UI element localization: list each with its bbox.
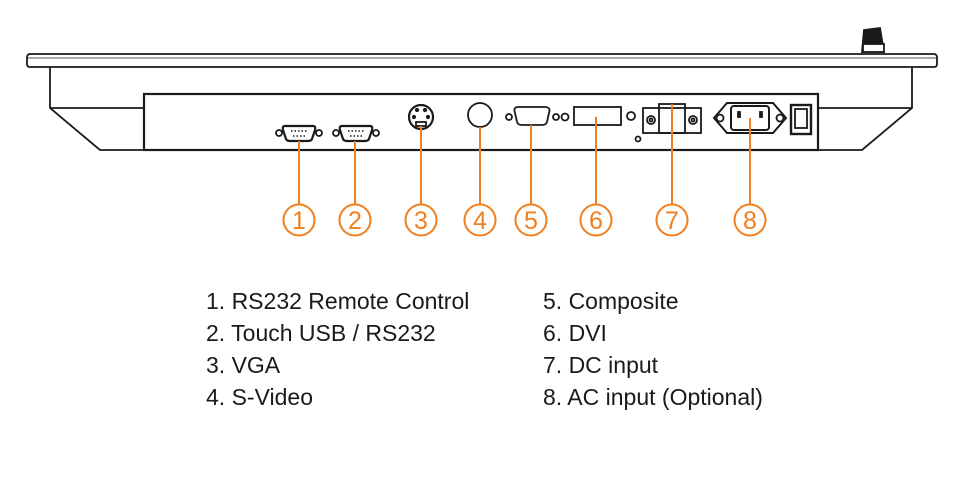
callout-circle	[733, 203, 767, 237]
legend-left-column: 1. RS232 Remote Control 2. Touch USB / R…	[206, 285, 469, 413]
callout-circle	[404, 203, 438, 237]
callout-number: 7	[665, 207, 679, 235]
callout-number: 8	[743, 207, 757, 235]
callout-number: 5	[524, 207, 538, 235]
callout-number: 3	[414, 207, 428, 235]
device-outline	[26, 26, 938, 152]
legend-item: 6. DVI	[543, 320, 607, 346]
callout-number: 6	[589, 207, 603, 235]
callout-circle	[655, 203, 689, 237]
svideo-port	[407, 103, 435, 131]
dvi-port	[573, 106, 642, 143]
callout-number: 2	[348, 207, 362, 235]
legend-item: 3. VGA	[206, 352, 281, 378]
round-port	[467, 102, 493, 128]
legend-item: 2. Touch USB / RS232	[206, 320, 436, 346]
callout-circle	[282, 203, 316, 237]
legend-item: 7. DC input	[543, 352, 659, 378]
legend-item: 8. AC input (Optional)	[543, 384, 763, 410]
vga-port	[505, 106, 570, 126]
rear-panel-diagram: 1 2 3 4 5 6 7 8	[26, 26, 938, 237]
legend-item: 4. S-Video	[206, 384, 313, 410]
db9-port-1	[275, 124, 323, 143]
legend-right-column: 5. Composite 6. DVI 7. DC input 8. AC in…	[543, 285, 763, 413]
callout-circle	[463, 203, 497, 237]
callout-circle	[514, 203, 548, 237]
legend-item: 1. RS232 Remote Control	[206, 288, 470, 314]
callout-circle	[338, 203, 372, 237]
callouts: 1 2 3 4 5 6 7 8	[282, 104, 767, 237]
callout-circle	[579, 203, 613, 237]
ac-input-port	[712, 102, 788, 134]
legend-item: 5. Composite	[543, 288, 679, 314]
db9-port-2	[332, 124, 380, 143]
callout-number: 4	[473, 207, 487, 235]
power-switch	[789, 103, 813, 136]
knob-icon	[861, 26, 886, 53]
callout-number: 1	[292, 207, 306, 235]
